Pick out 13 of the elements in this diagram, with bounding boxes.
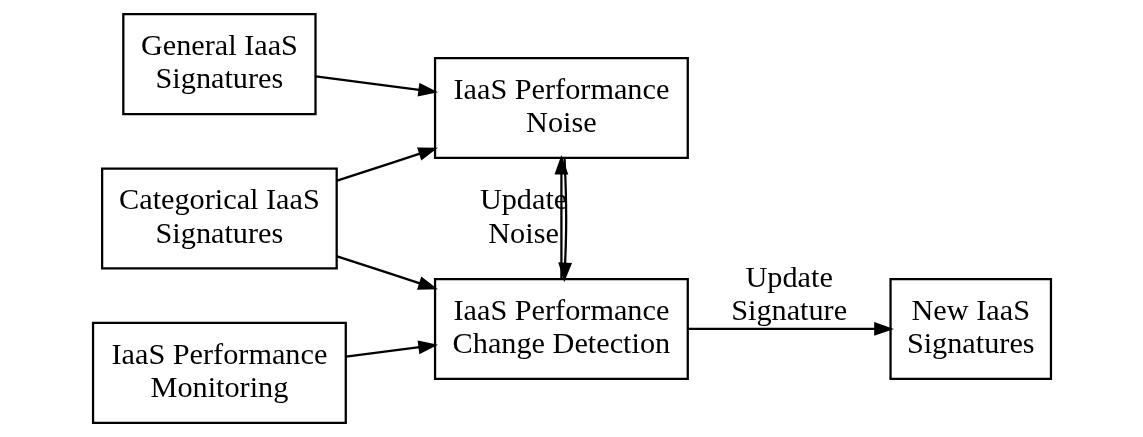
node-box: IaaS Performance Change Detection [433, 277, 689, 381]
edge-label: Update Signature [730, 259, 847, 327]
node-box: New IaaS Signatures [888, 277, 1052, 381]
arrow [345, 340, 438, 358]
node-box: General IaaS Signatures [121, 13, 317, 116]
arrow [336, 255, 438, 290]
node-box: IaaS Performance Noise [433, 56, 689, 160]
arrow [336, 147, 438, 182]
node-box: IaaS Performance Monitoring [91, 321, 347, 424]
arrow [687, 322, 894, 336]
arrow [315, 75, 438, 97]
arrow [554, 154, 568, 279]
node-box: Categorical IaaS Signatures [100, 167, 338, 270]
